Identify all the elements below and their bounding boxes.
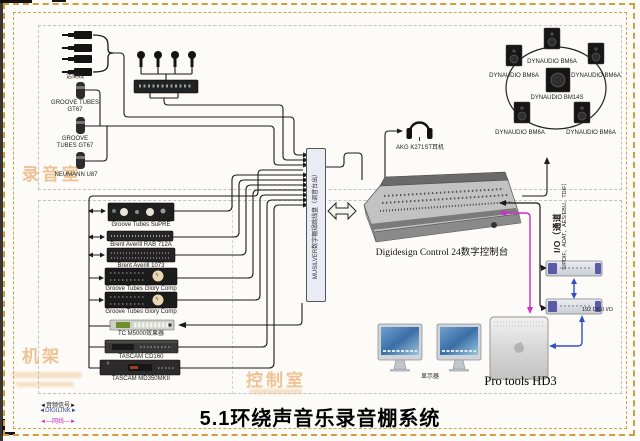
speaker-rear-right-label: DYNAUDIO BM6A xyxy=(566,130,616,136)
scan-edge-strip xyxy=(0,0,3,441)
io-channel-title: I/O（通道 xyxy=(552,213,562,253)
monitor-2 xyxy=(436,323,482,372)
scan-mark xyxy=(0,0,32,3)
legend-digilink: ◄DIGILINK► xyxy=(39,408,77,414)
console-label: Digidesign Control 24数字控制台 xyxy=(375,248,509,258)
patchbay-console-link xyxy=(326,152,363,221)
rack-wire-arrowheads xyxy=(88,208,186,328)
control-room-label: 控制室 xyxy=(246,371,306,390)
mac-g5-tower xyxy=(489,316,549,380)
gt67-mic2-label-line1: GROOVE xyxy=(61,136,89,142)
bidirectional-block-arrow xyxy=(327,201,357,221)
display-label: 显示器 xyxy=(420,374,439,380)
rack-label-glorycomp2: Groove Tubes Glory Comp xyxy=(105,309,177,315)
io-unit-label: 192 DIGI I/O xyxy=(582,307,613,313)
mic-wires xyxy=(85,52,303,166)
recording-room-label: 录音室 xyxy=(22,165,82,184)
speaker-center xyxy=(543,27,561,50)
patchbay-bar xyxy=(306,148,326,302)
gt67-mic-1 xyxy=(76,82,85,99)
page-title: 5.1环绕声音乐录音棚系统 xyxy=(199,408,441,430)
rack-label-712a: Brent Averill RAB 712A xyxy=(110,242,172,248)
io-unit-1 xyxy=(545,260,603,277)
rack-label-m5000: TC M5000效果器 xyxy=(117,331,164,337)
gt67-mic2-label-line2: TUBES GT67 xyxy=(56,143,94,149)
rack-unit-712a-image xyxy=(106,230,174,242)
patchbay-label: MUSILVER数字棚规跳线盘（调音台出） xyxy=(313,170,319,280)
speaker-rear-left-label: DYNAUDIO BM6A xyxy=(495,130,545,136)
headphones-icon xyxy=(406,121,433,141)
io-digilink-wires xyxy=(549,278,585,349)
mic-cable-label: 话筒线 xyxy=(65,74,84,80)
rack-label-glorycomp1: Groove Tubes Glory Comp xyxy=(105,286,177,292)
rack-label-1073: Brent Averill 1073 xyxy=(117,263,165,269)
faint-note-line xyxy=(16,382,74,387)
mic-splitter-unit xyxy=(133,79,199,99)
speaker-rear-right xyxy=(573,101,591,124)
rack-label-md350: TASCAM MD350MKII xyxy=(112,376,170,382)
speaker-rear-left xyxy=(513,101,531,124)
network-wire xyxy=(499,210,533,314)
gt67-mic1-label-line1: GROOVE TUBES xyxy=(51,100,99,106)
speaker-front-right-label: DYNAUDIO BM6A xyxy=(571,73,621,79)
headphones-label: AKG K271ST耳机 xyxy=(395,145,445,151)
overhead-mics xyxy=(137,51,196,80)
speaker-front-left xyxy=(505,44,523,67)
headphones-wire xyxy=(384,128,403,182)
rack-area-label: 机架 xyxy=(22,347,62,366)
io-channel-label: I/O（通道 S/PDIF、ADAT、AES/EBU、TDIF） xyxy=(552,179,580,270)
protools-label: Pro tools HD3 xyxy=(484,374,557,388)
inner-dashed-border xyxy=(13,12,627,429)
console-io-wire xyxy=(499,200,547,311)
rack-label-supre: Groove Tubes SuPRE xyxy=(111,222,171,228)
subwoofer xyxy=(545,67,571,93)
control-area-box xyxy=(38,200,622,394)
speaker-front-right xyxy=(587,42,605,65)
speaker-feed-wire xyxy=(522,157,550,197)
rack-unit-md350-image xyxy=(99,359,181,376)
u87-mic-label: NEUMANN U87 xyxy=(54,172,98,178)
rack-unit-glorycomp2-image xyxy=(104,291,178,309)
rack-label-cd160: TASCAM CD160 xyxy=(118,354,164,360)
rack-unit-1073-image xyxy=(106,247,176,263)
monitor-1 xyxy=(377,323,423,372)
io-unit-2 xyxy=(545,298,603,315)
recording-room-box xyxy=(38,25,622,190)
gt67-mic-2 xyxy=(76,117,85,134)
mic-cable-plugs xyxy=(62,31,92,76)
io-channel-subtitle: S/PDIF、ADAT、AES/EBU、TDIF） xyxy=(562,179,569,270)
outer-dashed-border xyxy=(3,3,635,436)
u87-mic xyxy=(76,152,85,169)
subwoofer-label: DYNAUDIO BM14S xyxy=(530,95,584,101)
console-illustration xyxy=(363,171,522,243)
rack-unit-cd160-image xyxy=(104,339,179,354)
gt67-mic1-label-line2: GT67 xyxy=(67,107,83,113)
speaker-center-label: DYNAUDIO BM6A xyxy=(527,59,577,65)
speaker-front-left-label: DYNAUDIO BM6A xyxy=(489,73,539,79)
rack-unit-glorycomp1-image xyxy=(104,267,178,286)
room-divider-line xyxy=(232,200,233,394)
legend-network-cable: ◄—网线—► xyxy=(40,419,76,425)
faint-note-line xyxy=(250,389,302,394)
faint-note-line xyxy=(12,372,82,378)
rack-unit-supre-image xyxy=(107,202,175,222)
plug-bracket xyxy=(92,34,114,73)
rack-unit-m5000-image xyxy=(109,319,175,331)
rack-wires xyxy=(88,169,303,369)
scan-mark xyxy=(52,0,66,2)
legend-audio-signal: ◄音频信号► xyxy=(40,403,76,409)
